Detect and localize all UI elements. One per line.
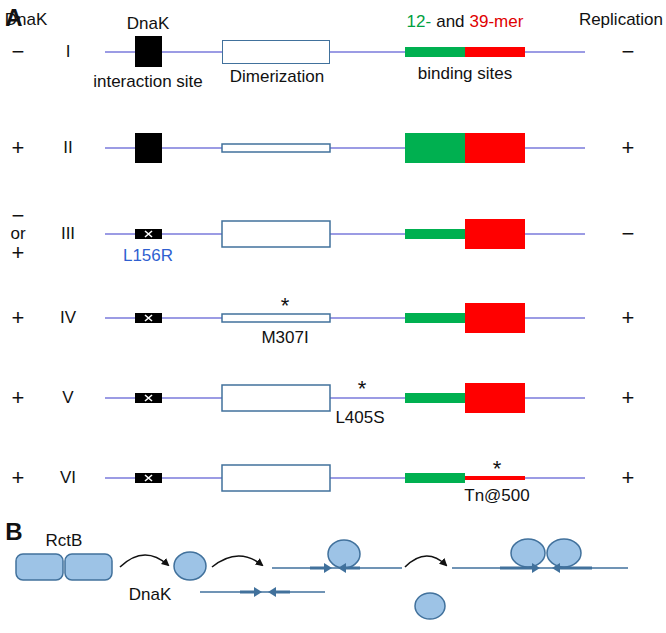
binding-site-heading: 12-and 39-mer [407, 12, 524, 32]
panel-letter: B [5, 518, 22, 546]
dimer-outline [15, 553, 113, 581]
dnak-sign: − [12, 39, 25, 64]
row-number: II [63, 138, 72, 158]
dimerization-domain: Dimerization [222, 40, 330, 64]
replication-sign: + [622, 305, 635, 330]
rctb-dimer: RctB [15, 553, 113, 581]
site-label: 39-mer [470, 12, 524, 32]
replication-sign: + [622, 465, 635, 490]
replication-sign: + [622, 385, 635, 410]
site-label: DnaK [127, 14, 170, 34]
row-number: I [66, 42, 71, 62]
site-label: binding sites [418, 64, 513, 84]
replication-sign: + [622, 135, 635, 160]
row-number: V [62, 388, 73, 408]
mutation-label: L405S [335, 408, 384, 428]
row-number: VI [60, 468, 76, 488]
mutation-mark: * [281, 293, 290, 318]
mutation-mark: * [358, 376, 367, 401]
chaperone-label: DnaK [129, 585, 172, 605]
mutation-label: L156R [123, 246, 173, 266]
row-number: IV [60, 308, 76, 328]
replication-sign: − [622, 39, 635, 64]
dnak-sign: + [12, 305, 25, 330]
protein-label: RctB [46, 531, 83, 551]
dnak-sign: + [12, 385, 25, 410]
mutation-mark: * [493, 456, 502, 481]
mutation-label: Tn@500 [464, 486, 529, 506]
replication-sign: − [622, 221, 635, 246]
domain-label: Dimerization [230, 67, 324, 87]
column-header: Replication [579, 10, 663, 30]
site-label: and [436, 12, 464, 32]
mutation-label: M307I [261, 328, 308, 348]
site-label: interaction site [93, 72, 203, 92]
dnak-sign: + [12, 135, 25, 160]
site-label: 12- [407, 12, 432, 32]
dnak-sign: + [12, 465, 25, 490]
column-header: DnaK [5, 10, 48, 30]
dnak-sign: + [12, 240, 25, 265]
row-number: III [61, 224, 75, 244]
